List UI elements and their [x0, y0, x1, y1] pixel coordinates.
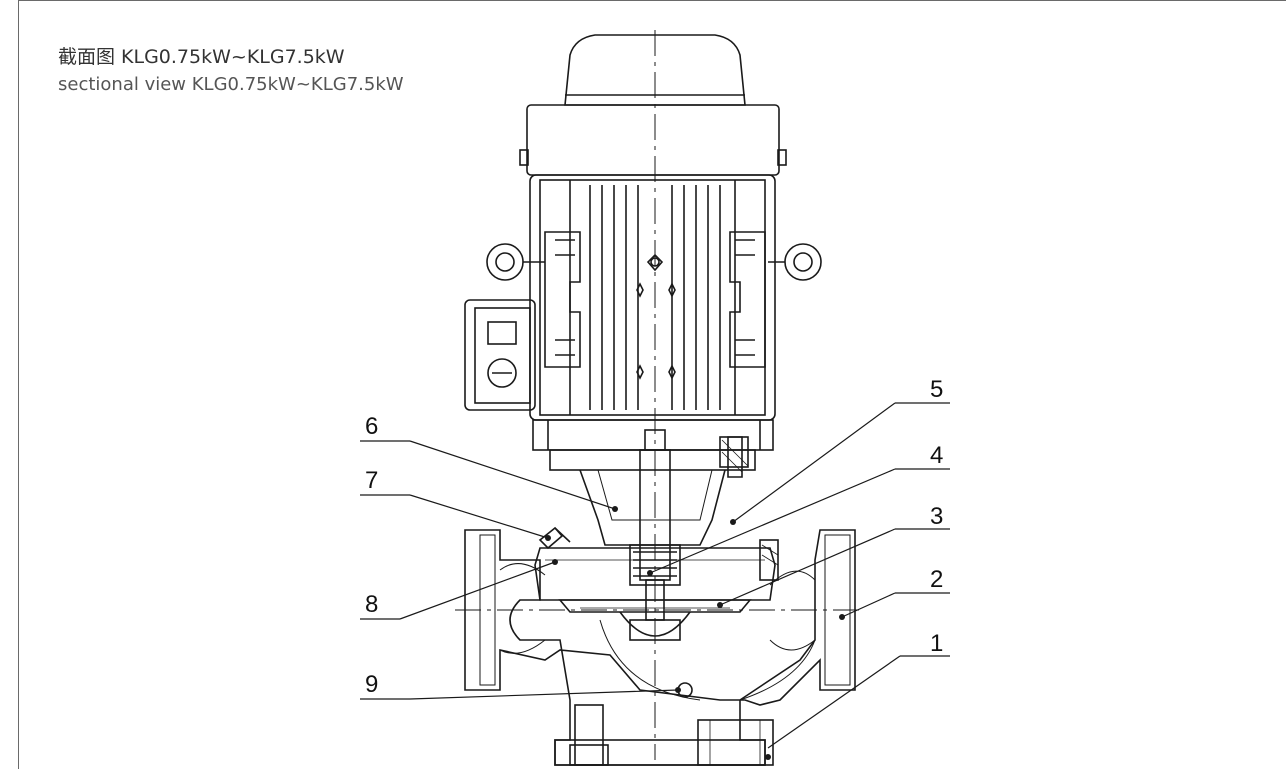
- title-english: sectional view KLG0.75kW~KLG7.5kW: [58, 74, 404, 95]
- callout-leaders: [360, 402, 950, 749]
- callout-6: 6: [365, 413, 378, 440]
- callout-8: 8: [365, 591, 378, 618]
- motor-fan-cover: [519, 34, 787, 176]
- terminal-box: [464, 299, 536, 411]
- motor-clamps: [544, 231, 766, 368]
- callout-1: 1: [930, 630, 943, 657]
- callout-3: 3: [930, 503, 943, 530]
- pump-casing: [464, 529, 856, 766]
- drawing-frame: [18, 0, 1286, 769]
- callout-7: 7: [365, 467, 378, 494]
- callout-2: 2: [930, 566, 943, 593]
- callout-9: 9: [365, 671, 378, 698]
- motor-body: [529, 174, 776, 451]
- callout-dots: [545, 506, 845, 760]
- lifting-eye-right: [768, 243, 822, 281]
- callout-5: 5: [930, 376, 943, 403]
- motor-bracket: [549, 436, 756, 546]
- lifting-eye-left: [486, 243, 545, 281]
- vent-valve: [538, 526, 571, 550]
- pump-cover: [534, 539, 779, 601]
- title-chinese: 截面图 KLG0.75kW~KLG7.5kW: [58, 46, 345, 68]
- callout-4: 4: [930, 442, 943, 469]
- impeller: [558, 599, 752, 641]
- pump-foot: [554, 704, 774, 766]
